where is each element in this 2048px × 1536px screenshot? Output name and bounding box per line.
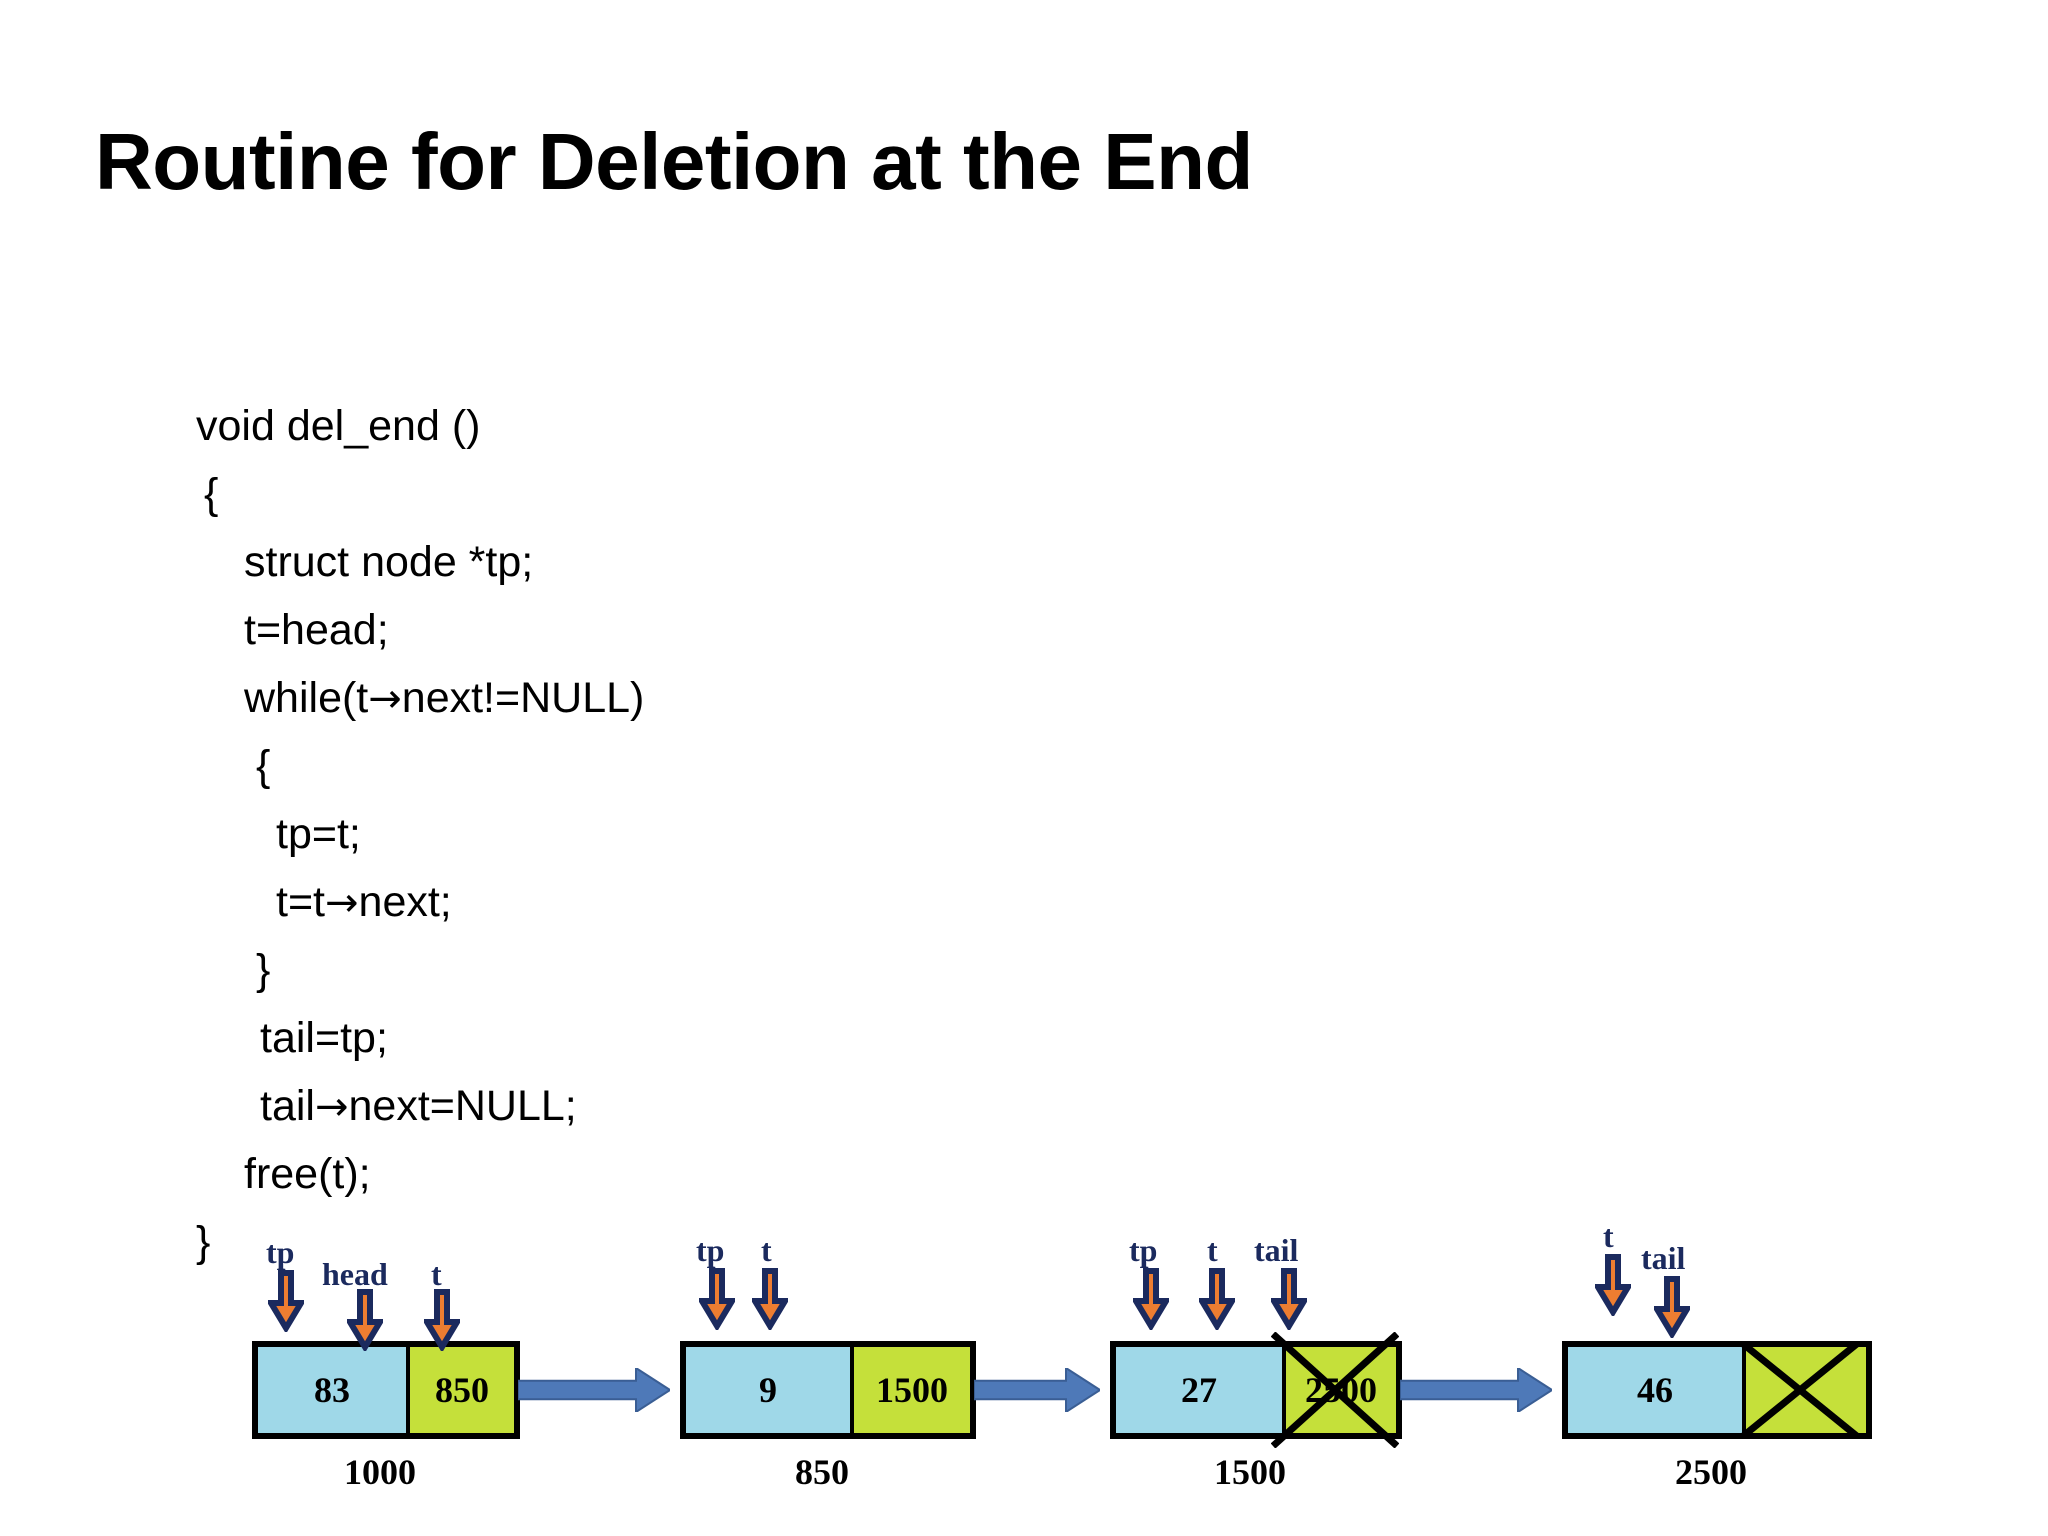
code-line: tail→next=NULL;: [196, 1072, 644, 1140]
node-next-cell: 2500: [1286, 1347, 1396, 1433]
code-text: {: [256, 742, 271, 790]
node-next-cell: 850: [410, 1347, 514, 1433]
code-text: while(t: [244, 674, 369, 722]
code-text: tail=tp;: [260, 1014, 388, 1062]
code-text: }: [256, 946, 271, 994]
code-block: void del_end () { struct node *tp; t=head; w…: [196, 392, 644, 1276]
member-arrow-icon: →: [325, 880, 359, 926]
member-arrow-icon: →: [314, 1084, 349, 1130]
next-pointer-arrow-icon: [973, 1366, 1102, 1414]
pointer-arrow-down-icon: [1130, 1268, 1172, 1332]
list-node: 27 2500: [1110, 1341, 1402, 1439]
pointer-label-t: t: [1603, 1218, 1614, 1254]
code-line: {: [196, 460, 644, 528]
pointer-arrow-down-icon: [696, 1268, 738, 1332]
page-title: Routine for Deletion at the End: [95, 117, 1253, 206]
pointer-label-tail: tail: [1254, 1232, 1299, 1268]
node-data-cell: 9: [686, 1347, 854, 1433]
code-line: }: [196, 1208, 644, 1276]
node-data-cell: 46: [1568, 1347, 1746, 1433]
code-text: next=NULL;: [348, 1082, 577, 1130]
node-next-value: 850: [435, 1370, 489, 1410]
pointer-arrow-down-icon: [1196, 1268, 1238, 1332]
code-line: free(t);: [196, 1140, 644, 1208]
code-text: t=head;: [244, 606, 389, 654]
pointer-arrow-down-icon: [749, 1268, 791, 1332]
node-data-cell: 27: [1116, 1347, 1286, 1433]
member-arrow-icon: →: [368, 676, 402, 722]
pointer-label-t: t: [1207, 1232, 1218, 1268]
code-text: free(t);: [244, 1150, 371, 1198]
code-line: {: [196, 732, 644, 800]
node-data-cell: 83: [258, 1347, 410, 1433]
code-text: t=t: [276, 878, 326, 926]
code-line: t=head;: [196, 596, 644, 664]
next-pointer-arrow-icon: [517, 1366, 672, 1414]
list-node: 83 850: [252, 1341, 520, 1439]
code-text: {: [204, 470, 219, 518]
code-text: void del_end (): [196, 402, 481, 450]
code-text: tail: [260, 1082, 315, 1130]
code-text: struct node *tp;: [244, 538, 534, 586]
pointer-label-tp: tp: [696, 1232, 725, 1268]
code-line: struct node *tp;: [196, 528, 644, 596]
pointer-label-t: t: [431, 1256, 442, 1292]
pointer-label-tp: tp: [1129, 1232, 1158, 1268]
pointer-label-head: head: [322, 1256, 388, 1292]
pointer-arrow-down-icon: [1268, 1268, 1310, 1332]
code-line: tp=t;: [196, 800, 644, 868]
code-line: while(t→next!=NULL): [196, 664, 644, 732]
node-next-cell: [1746, 1347, 1866, 1433]
pointer-arrow-down-icon: [1592, 1254, 1634, 1318]
pointer-label-tp: tp: [266, 1234, 295, 1270]
pointer-label-t: t: [761, 1232, 772, 1268]
list-node: 9 1500: [680, 1341, 976, 1439]
node-next-value: 1500: [876, 1370, 948, 1410]
code-text: next!=NULL): [401, 674, 645, 722]
pointer-arrow-down-icon: [265, 1270, 307, 1334]
code-text: tp=t;: [276, 810, 361, 858]
pointer-arrow-down-icon: [421, 1289, 463, 1353]
pointer-arrow-down-icon: [1651, 1276, 1693, 1340]
node-next-cell: 1500: [854, 1347, 970, 1433]
code-text: next;: [358, 878, 452, 926]
code-line: tail=tp;: [196, 1004, 644, 1072]
pointer-label-tail: tail: [1641, 1240, 1686, 1276]
code-text: }: [196, 1218, 211, 1266]
pointer-arrow-down-icon: [344, 1289, 386, 1353]
list-node: 46: [1562, 1341, 1872, 1439]
node-address-label: 2500: [1675, 1452, 1747, 1492]
code-line: t=t→next;: [196, 868, 644, 936]
node-next-value: 2500: [1305, 1370, 1377, 1410]
node-address-label: 1000: [344, 1452, 416, 1492]
node-address-label: 1500: [1214, 1452, 1286, 1492]
code-line: void del_end (): [196, 392, 644, 460]
next-pointer-arrow-icon: [1399, 1366, 1554, 1414]
node-address-label: 850: [795, 1452, 849, 1492]
code-line: }: [196, 936, 644, 1004]
